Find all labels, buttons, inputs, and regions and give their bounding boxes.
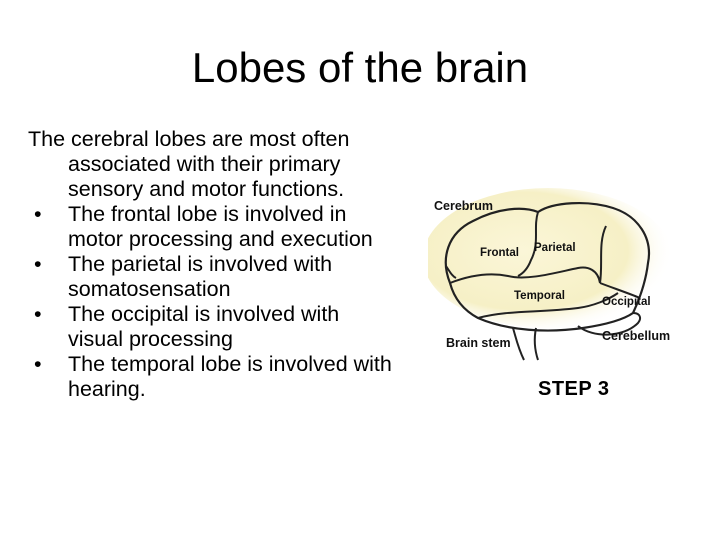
brain-diagram-svg: Cerebrum Frontal Parietal Temporal Occip… [428,188,673,361]
label-parietal: Parietal [534,242,576,254]
label-temporal: Temporal [514,290,565,302]
slide-body: The cerebral lobes are most often associ… [28,127,398,402]
bullet-item: • The occipital is involved with visual … [28,302,398,352]
brain-stem-shape [512,327,539,361]
background-tint [428,188,673,328]
central-sulcus [517,211,539,277]
lateral-fissure [449,266,601,284]
bullet-symbol: • [34,302,42,326]
slide-title: Lobes of the brain [191,44,529,91]
label-cerebrum: Cerebrum [434,199,493,213]
label-occipital: Occipital [602,296,651,308]
bullet-symbol: • [34,352,42,376]
bullet-text: The parietal is involved with somatosens… [68,252,333,301]
label-frontal: Frontal [480,247,519,259]
label-brain-stem: Brain stem [446,336,511,350]
bullet-item: • The parietal is involved with somatose… [28,252,398,302]
step-caption: STEP 3 [538,378,610,400]
occipital-lower-line [599,282,641,299]
bullet-item: • The frontal lobe is involved in motor … [28,202,398,252]
bullet-symbol: • [34,202,42,226]
label-cerebellum: Cerebellum [602,329,670,343]
intro-paragraph: The cerebral lobes are most often associ… [28,127,350,201]
bullet-text: The temporal lobe is involved with heari… [68,352,392,401]
frontal-mark [445,265,457,279]
cerebellum-shape [577,312,642,336]
bullet-symbol: • [34,252,42,276]
temporal-lower-line [477,292,619,319]
bullet-item: • The temporal lobe is involved with hea… [28,352,398,402]
brain-diagram: Cerebrum Frontal Parietal Temporal Occip… [428,188,698,363]
cerebrum-outline [444,201,651,332]
parieto-occipital-line [599,225,607,284]
bullet-text: The occipital is involved with visual pr… [68,302,340,351]
bullet-text: The frontal lobe is involved in motor pr… [68,202,373,251]
